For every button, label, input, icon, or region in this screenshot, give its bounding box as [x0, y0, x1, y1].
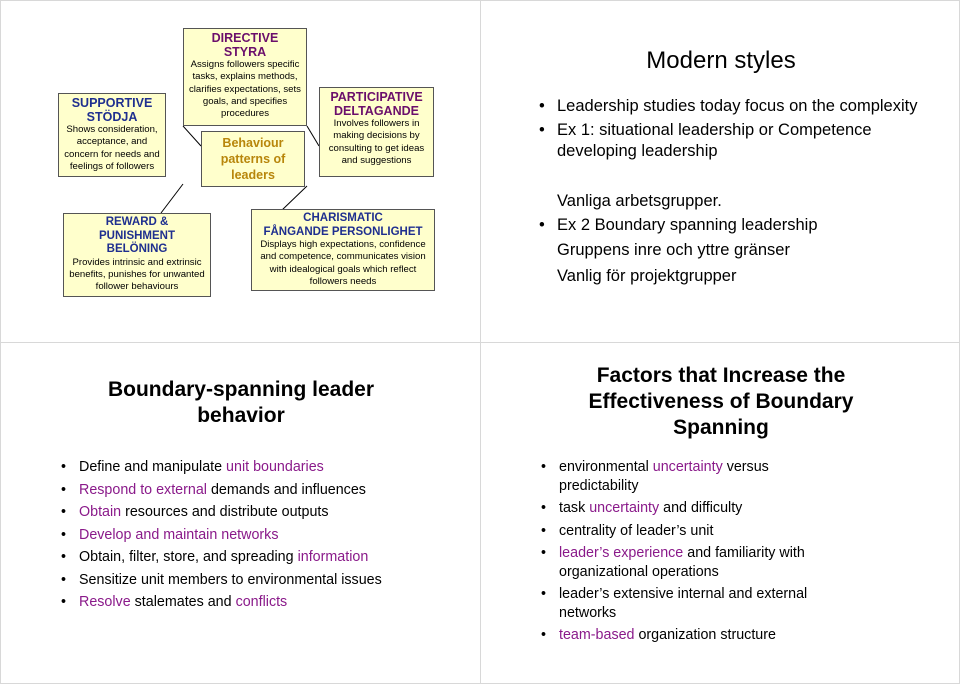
list-item: •Obtain, filter, store, and spreading in…: [61, 549, 369, 565]
list-item: •Ex 1: situational leadership or Compete…: [539, 121, 872, 160]
modern-bullets-2: •Ex 2 Boundary spanning leadership: [533, 215, 933, 239]
bullet-icon: •: [541, 586, 547, 602]
boundary-list: •Define and manipulate unit boundaries •…: [53, 458, 453, 616]
directive-title-sv: STYRA: [223, 45, 267, 59]
directive-title: DIRECTIVE: [211, 31, 279, 45]
bullet-icon: •: [541, 500, 547, 516]
participative-title: PARTICIPATIVE: [330, 90, 423, 104]
list-item: •Sensitize unit members to environmental…: [61, 571, 382, 588]
center-box: Behaviour patterns of leaders: [201, 131, 305, 187]
charismatic-title-sv: FÅNGANDE PERSONLIGHET: [263, 225, 423, 238]
connector-reward: [160, 183, 184, 214]
directive-desc: Assigns followers specific tasks, explai…: [189, 59, 301, 120]
modern-continuation-3: Vanlig för projektgrupper: [557, 267, 737, 285]
list-item: •Resolve stalemates and conflicts: [61, 594, 288, 610]
boundary-title: Boundary-spanning leader behavior: [107, 378, 375, 427]
charismatic-title: CHARISMATIC: [303, 212, 383, 224]
list-item: •Develop and maintain networks: [61, 526, 279, 543]
list-item: •Leadership studies today focus on the c…: [539, 97, 918, 115]
charismatic-desc: Displays high expectations, confidence a…: [260, 239, 426, 287]
modern-continuation-2: Gruppens inre och yttre gränser: [557, 241, 790, 259]
bullet-icon: •: [61, 526, 67, 543]
charismatic-box: CHARISMATIC FÅNGANDE PERSONLIGHET Displa…: [251, 209, 435, 291]
bullet-icon: •: [539, 216, 545, 234]
diagram-connectors: [160, 125, 320, 214]
bullet-icon: •: [539, 121, 545, 139]
bullet-icon: •: [541, 545, 547, 561]
list-item: •Define and manipulate unit boundaries: [61, 459, 324, 475]
bullet-icon: •: [61, 571, 67, 588]
list-item: •Ex 2 Boundary spanning leadership: [539, 216, 818, 234]
list-item: •Respond to external demands and influen…: [61, 481, 366, 498]
list-item: •task uncertainty and difficulty: [541, 500, 743, 516]
modern-continuation-1: Vanliga arbetsgrupper.: [557, 192, 722, 210]
list-item: •team-based organization structure: [541, 627, 776, 643]
modern-title: Modern styles: [646, 47, 796, 74]
supportive-desc: Shows consideration, acceptance, and con…: [64, 124, 160, 172]
reward-title-sv: BELÖNING: [106, 243, 168, 255]
participative-desc: Involves followers in making decisions b…: [328, 118, 425, 166]
bullet-icon: •: [61, 594, 67, 610]
factors-title: Factors that Increase the Effectiveness …: [588, 364, 854, 439]
directive-box: DIRECTIVE STYRA Assigns followers specif…: [183, 28, 307, 126]
slide-boundary-factors: Factors that Increase the Effectiveness …: [480, 342, 960, 684]
bullet-icon: •: [61, 549, 67, 565]
list-item: •Obtain resources and distribute outputs: [61, 504, 329, 520]
center-label: Behaviour patterns of leaders: [220, 136, 286, 182]
connector-participative: [306, 125, 320, 147]
bullet-icon: •: [539, 97, 545, 115]
bullet-icon: •: [61, 481, 67, 498]
modern-bullets-1: •Leadership studies today focus on the c…: [533, 96, 933, 165]
factors-list: •environmental uncertainty versus predic…: [533, 458, 833, 649]
bullet-icon: •: [541, 522, 547, 539]
bullet-icon: •: [541, 459, 547, 475]
bullet-icon: •: [61, 504, 67, 520]
list-item: •leader’s extensive internal and externa…: [541, 586, 808, 621]
reward-box: REWARD & PUNISHMENT BELÖNING Provides in…: [63, 213, 211, 297]
participative-box: PARTICIPATIVE DELTAGANDE Involves follow…: [319, 87, 434, 177]
slide-behaviour-patterns: DIRECTIVE STYRA Assigns followers specif…: [0, 0, 480, 342]
list-item: •leader’s experience and familiarity wit…: [541, 545, 805, 580]
bullet-icon: •: [541, 627, 547, 643]
participative-title-sv: DELTAGANDE: [334, 104, 419, 118]
list-item: •centrality of leader’s unit: [541, 522, 714, 539]
slide-modern-styles: Modern styles •Leadership studies today …: [480, 0, 960, 342]
connector-charismatic: [280, 185, 308, 212]
supportive-box: SUPPORTIVE STÖDJA Shows consideration, a…: [58, 93, 166, 177]
supportive-title-sv: STÖDJA: [86, 110, 138, 124]
reward-title: REWARD & PUNISHMENT: [98, 216, 176, 242]
slide-boundary-spanning-behavior: Boundary-spanning leader behavior •Defin…: [0, 342, 480, 684]
connector-directive: [182, 125, 202, 147]
reward-desc: Provides intrinsic and extrinsic benefit…: [69, 256, 205, 293]
list-item: •environmental uncertainty versus predic…: [541, 459, 769, 494]
supportive-title: SUPPORTIVE: [71, 96, 153, 110]
bullet-icon: •: [61, 459, 67, 475]
